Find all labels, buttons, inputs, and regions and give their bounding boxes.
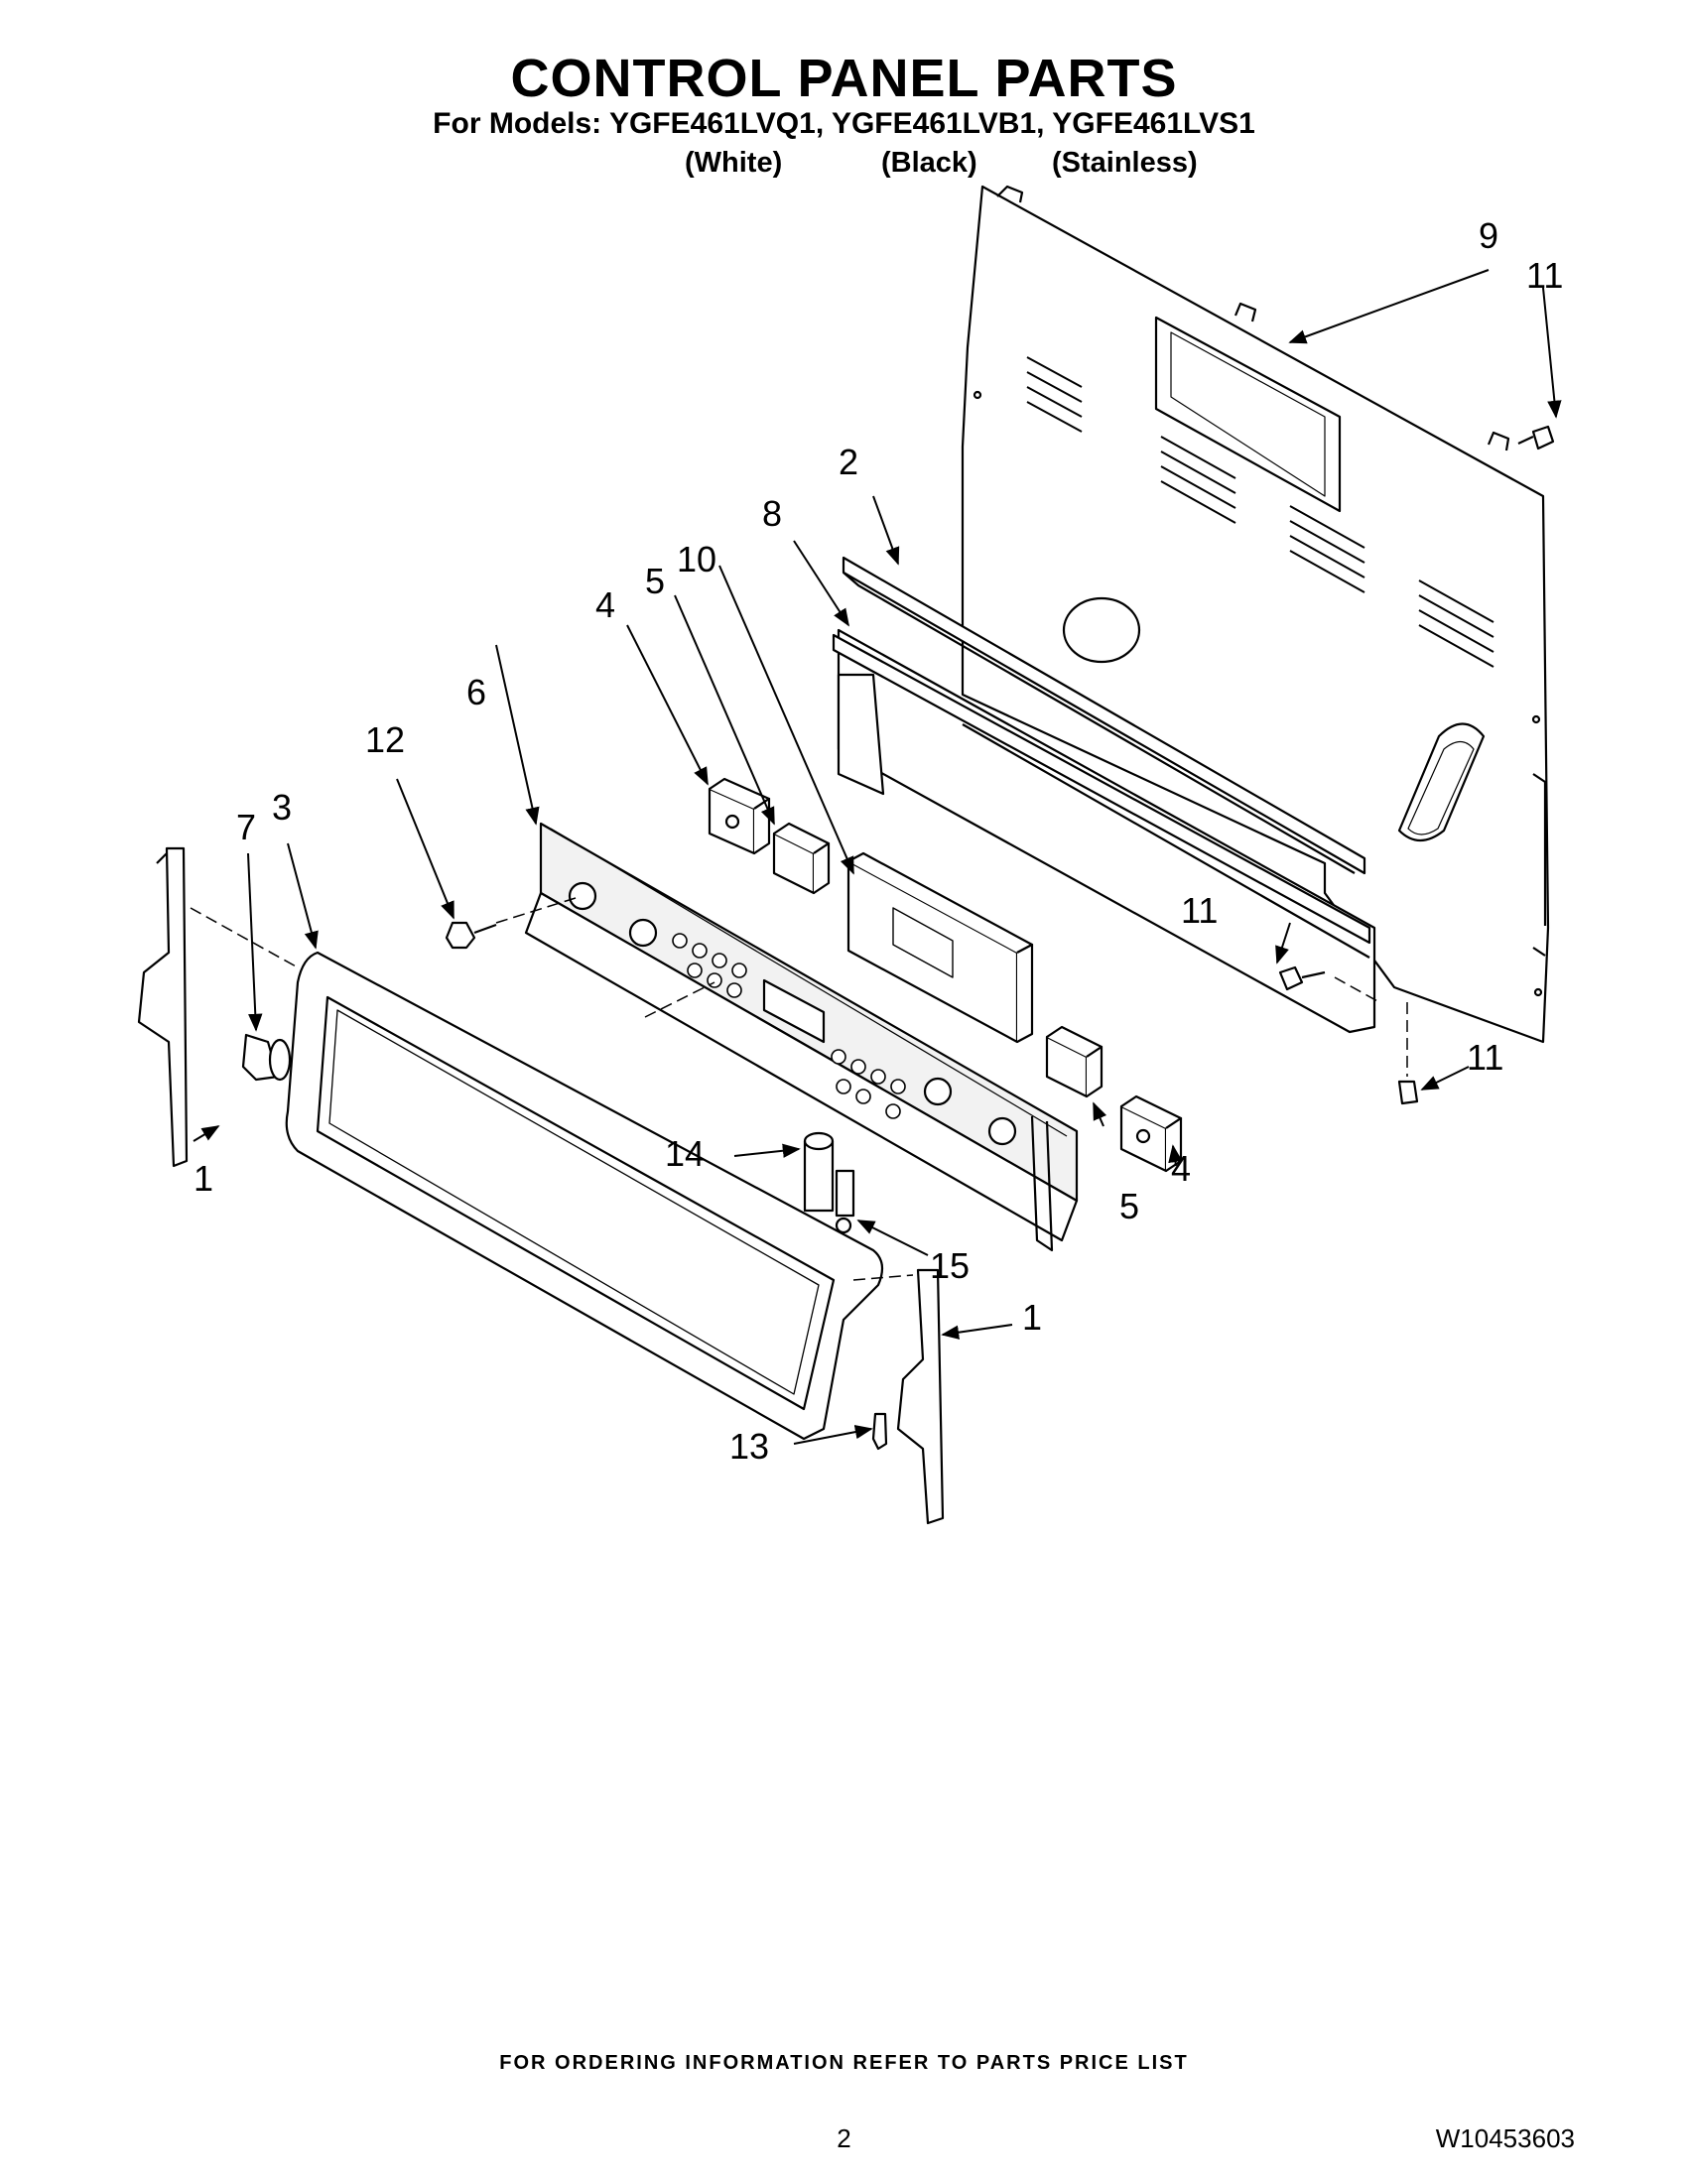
switch-block-left bbox=[772, 822, 831, 895]
electronic-control-board bbox=[846, 851, 1034, 1044]
callout-5-right: 5 bbox=[1119, 1186, 1139, 1226]
screw-11-bottom bbox=[1397, 1080, 1419, 1105]
screw-11-middle bbox=[1278, 965, 1326, 991]
callout-12: 12 bbox=[365, 719, 405, 760]
switch-block-right bbox=[1045, 1025, 1104, 1098]
callout-14: 14 bbox=[665, 1133, 705, 1174]
terminal-block bbox=[803, 1131, 835, 1213]
rear-back-panel bbox=[961, 185, 1550, 1044]
callout-9: 9 bbox=[1479, 215, 1498, 256]
control-knob bbox=[241, 1033, 292, 1082]
callout-1-right: 1 bbox=[1022, 1297, 1042, 1338]
page-number: 2 bbox=[837, 2123, 851, 2153]
finish-black: (Black) bbox=[881, 147, 977, 179]
clip bbox=[871, 1412, 888, 1451]
page-title: CONTROL PANEL PARTS bbox=[510, 49, 1178, 108]
finish-white: (White) bbox=[685, 147, 783, 179]
callout-7: 7 bbox=[236, 807, 256, 847]
callout-6: 6 bbox=[466, 672, 486, 712]
callout-2: 2 bbox=[839, 442, 858, 482]
screw-12 bbox=[445, 921, 497, 950]
callout-4-left: 4 bbox=[595, 584, 615, 625]
callout-3: 3 bbox=[272, 787, 292, 828]
console-front-frame bbox=[285, 951, 884, 1441]
callout-10: 10 bbox=[677, 539, 716, 579]
side-bracket-left bbox=[137, 846, 189, 1168]
side-bracket-right bbox=[896, 1268, 945, 1525]
callout-8: 8 bbox=[762, 493, 782, 534]
callout-15: 15 bbox=[930, 1245, 970, 1286]
vent-slots bbox=[1026, 356, 1494, 668]
console-panel bbox=[524, 822, 1079, 1252]
document-number: W10453603 bbox=[1435, 2123, 1575, 2153]
ordering-note: FOR ORDERING INFORMATION REFER TO PARTS … bbox=[499, 2052, 1189, 2074]
console-buttons bbox=[672, 933, 906, 1119]
model-list: For Models: YGFE461LVQ1, YGFE461LVB1, YG… bbox=[433, 107, 1255, 140]
callout-5-left: 5 bbox=[645, 561, 665, 601]
callout-13: 13 bbox=[729, 1426, 769, 1467]
callout-11-top: 11 bbox=[1526, 255, 1563, 296]
finish-stainless: (Stainless) bbox=[1052, 147, 1198, 179]
upper-bracket bbox=[832, 556, 1371, 945]
indicator-light bbox=[835, 1169, 855, 1234]
callout-11-middle: 11 bbox=[1181, 890, 1218, 931]
screw-11-top bbox=[1517, 425, 1555, 450]
callout-1-left: 1 bbox=[194, 1158, 213, 1199]
leader-arrows bbox=[193, 269, 1562, 1445]
infinite-switch-right bbox=[1119, 1094, 1183, 1173]
assembly-lines bbox=[190, 897, 1408, 1281]
lower-bracket bbox=[837, 628, 1376, 1034]
callout-4-right: 4 bbox=[1171, 1148, 1191, 1189]
callout-11-bottom: 11 bbox=[1467, 1037, 1503, 1078]
